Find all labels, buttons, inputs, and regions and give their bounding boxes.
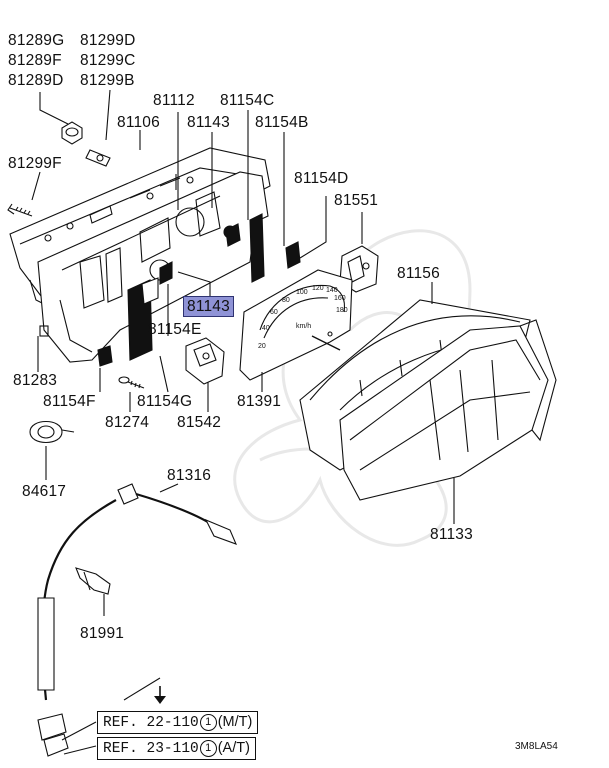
callout-81299F[interactable]: 81299F	[8, 155, 62, 172]
callout-81154D[interactable]: 81154D	[294, 170, 349, 187]
callout-81542[interactable]: 81542	[177, 414, 222, 431]
speedometer-ticks: 20 40 60 80 100 120 140 160 180 km/h	[258, 285, 348, 350]
circled-number-icon: 1	[199, 740, 217, 757]
callout-81112[interactable]: 81112	[153, 92, 195, 109]
screw-81299F-icon	[7, 203, 33, 217]
svg-text:140: 140	[326, 287, 338, 294]
callout-81133[interactable]: 81133	[430, 526, 473, 543]
speedometer-cable-81316	[37, 483, 238, 757]
callout-81316[interactable]: 81316	[167, 467, 212, 484]
reference-suffix: (A/T)	[217, 740, 250, 756]
callout-81154B[interactable]: 81154B	[255, 114, 309, 131]
svg-text:80: 80	[282, 297, 290, 304]
callout-81991[interactable]: 81991	[80, 625, 125, 642]
svg-text:60: 60	[270, 309, 278, 316]
svg-text:160: 160	[334, 295, 346, 302]
screw-81274-icon	[118, 376, 145, 389]
clip-81299-icon	[85, 149, 111, 167]
callout-84617[interactable]: 84617	[22, 483, 67, 500]
callout-81106[interactable]: 81106	[117, 114, 160, 131]
svg-text:180: 180	[336, 307, 348, 314]
reference-suffix: (M/T)	[217, 714, 253, 730]
bulb-81283-icon	[39, 325, 49, 337]
clamp-81991	[75, 567, 111, 595]
arrow-down-icon	[154, 686, 166, 704]
callout-81289D[interactable]: 81289D	[8, 72, 64, 89]
svg-text:100: 100	[296, 289, 308, 296]
bezel-81133	[339, 319, 557, 501]
callout-81551[interactable]: 81551	[334, 192, 379, 209]
callout-81274[interactable]: 81274	[105, 414, 150, 431]
callout-81154C[interactable]: 81154C	[220, 92, 275, 109]
callout-81154G[interactable]: 81154G	[137, 393, 193, 410]
callout-81283[interactable]: 81283	[13, 372, 58, 389]
callout-81156[interactable]: 81156	[397, 265, 440, 282]
callout-81154F[interactable]: 81154F	[43, 393, 96, 410]
callout-81143-top[interactable]: 81143	[187, 114, 230, 131]
reference-prefix: REF. 23-110	[103, 741, 199, 757]
circled-number-icon: 1	[199, 714, 217, 731]
svg-text:120: 120	[312, 285, 324, 292]
svg-text:20: 20	[258, 343, 266, 350]
callout-81391[interactable]: 81391	[237, 393, 282, 410]
screw-81289-icon	[61, 121, 83, 145]
bulb-81154F-icon	[97, 345, 113, 367]
drawing-lines: 20 40 60 80 100 120 140 160 180 km/h	[7, 89, 557, 757]
callout-81143-selected[interactable]: 81143	[183, 296, 234, 317]
reference-prefix: REF. 22-110	[103, 715, 199, 731]
callout-81289G[interactable]: 81289G	[8, 32, 65, 49]
callout-81289F[interactable]: 81289F	[8, 52, 62, 69]
svg-text:km/h: km/h	[296, 323, 311, 330]
svg-text:40: 40	[262, 325, 270, 332]
callout-81299D[interactable]: 81299D	[80, 32, 136, 49]
socket-81542	[185, 337, 225, 385]
callout-81299C[interactable]: 81299C	[80, 52, 136, 69]
callout-81299B[interactable]: 81299B	[80, 72, 135, 89]
callout-81154E[interactable]: 81154E	[148, 321, 202, 338]
film-81154C	[249, 213, 265, 283]
film-81154D	[285, 241, 301, 269]
bracket-84617	[29, 420, 75, 444]
diagram-code: 3M8LA54	[515, 741, 558, 752]
speedometer-dial-81391	[239, 269, 353, 381]
